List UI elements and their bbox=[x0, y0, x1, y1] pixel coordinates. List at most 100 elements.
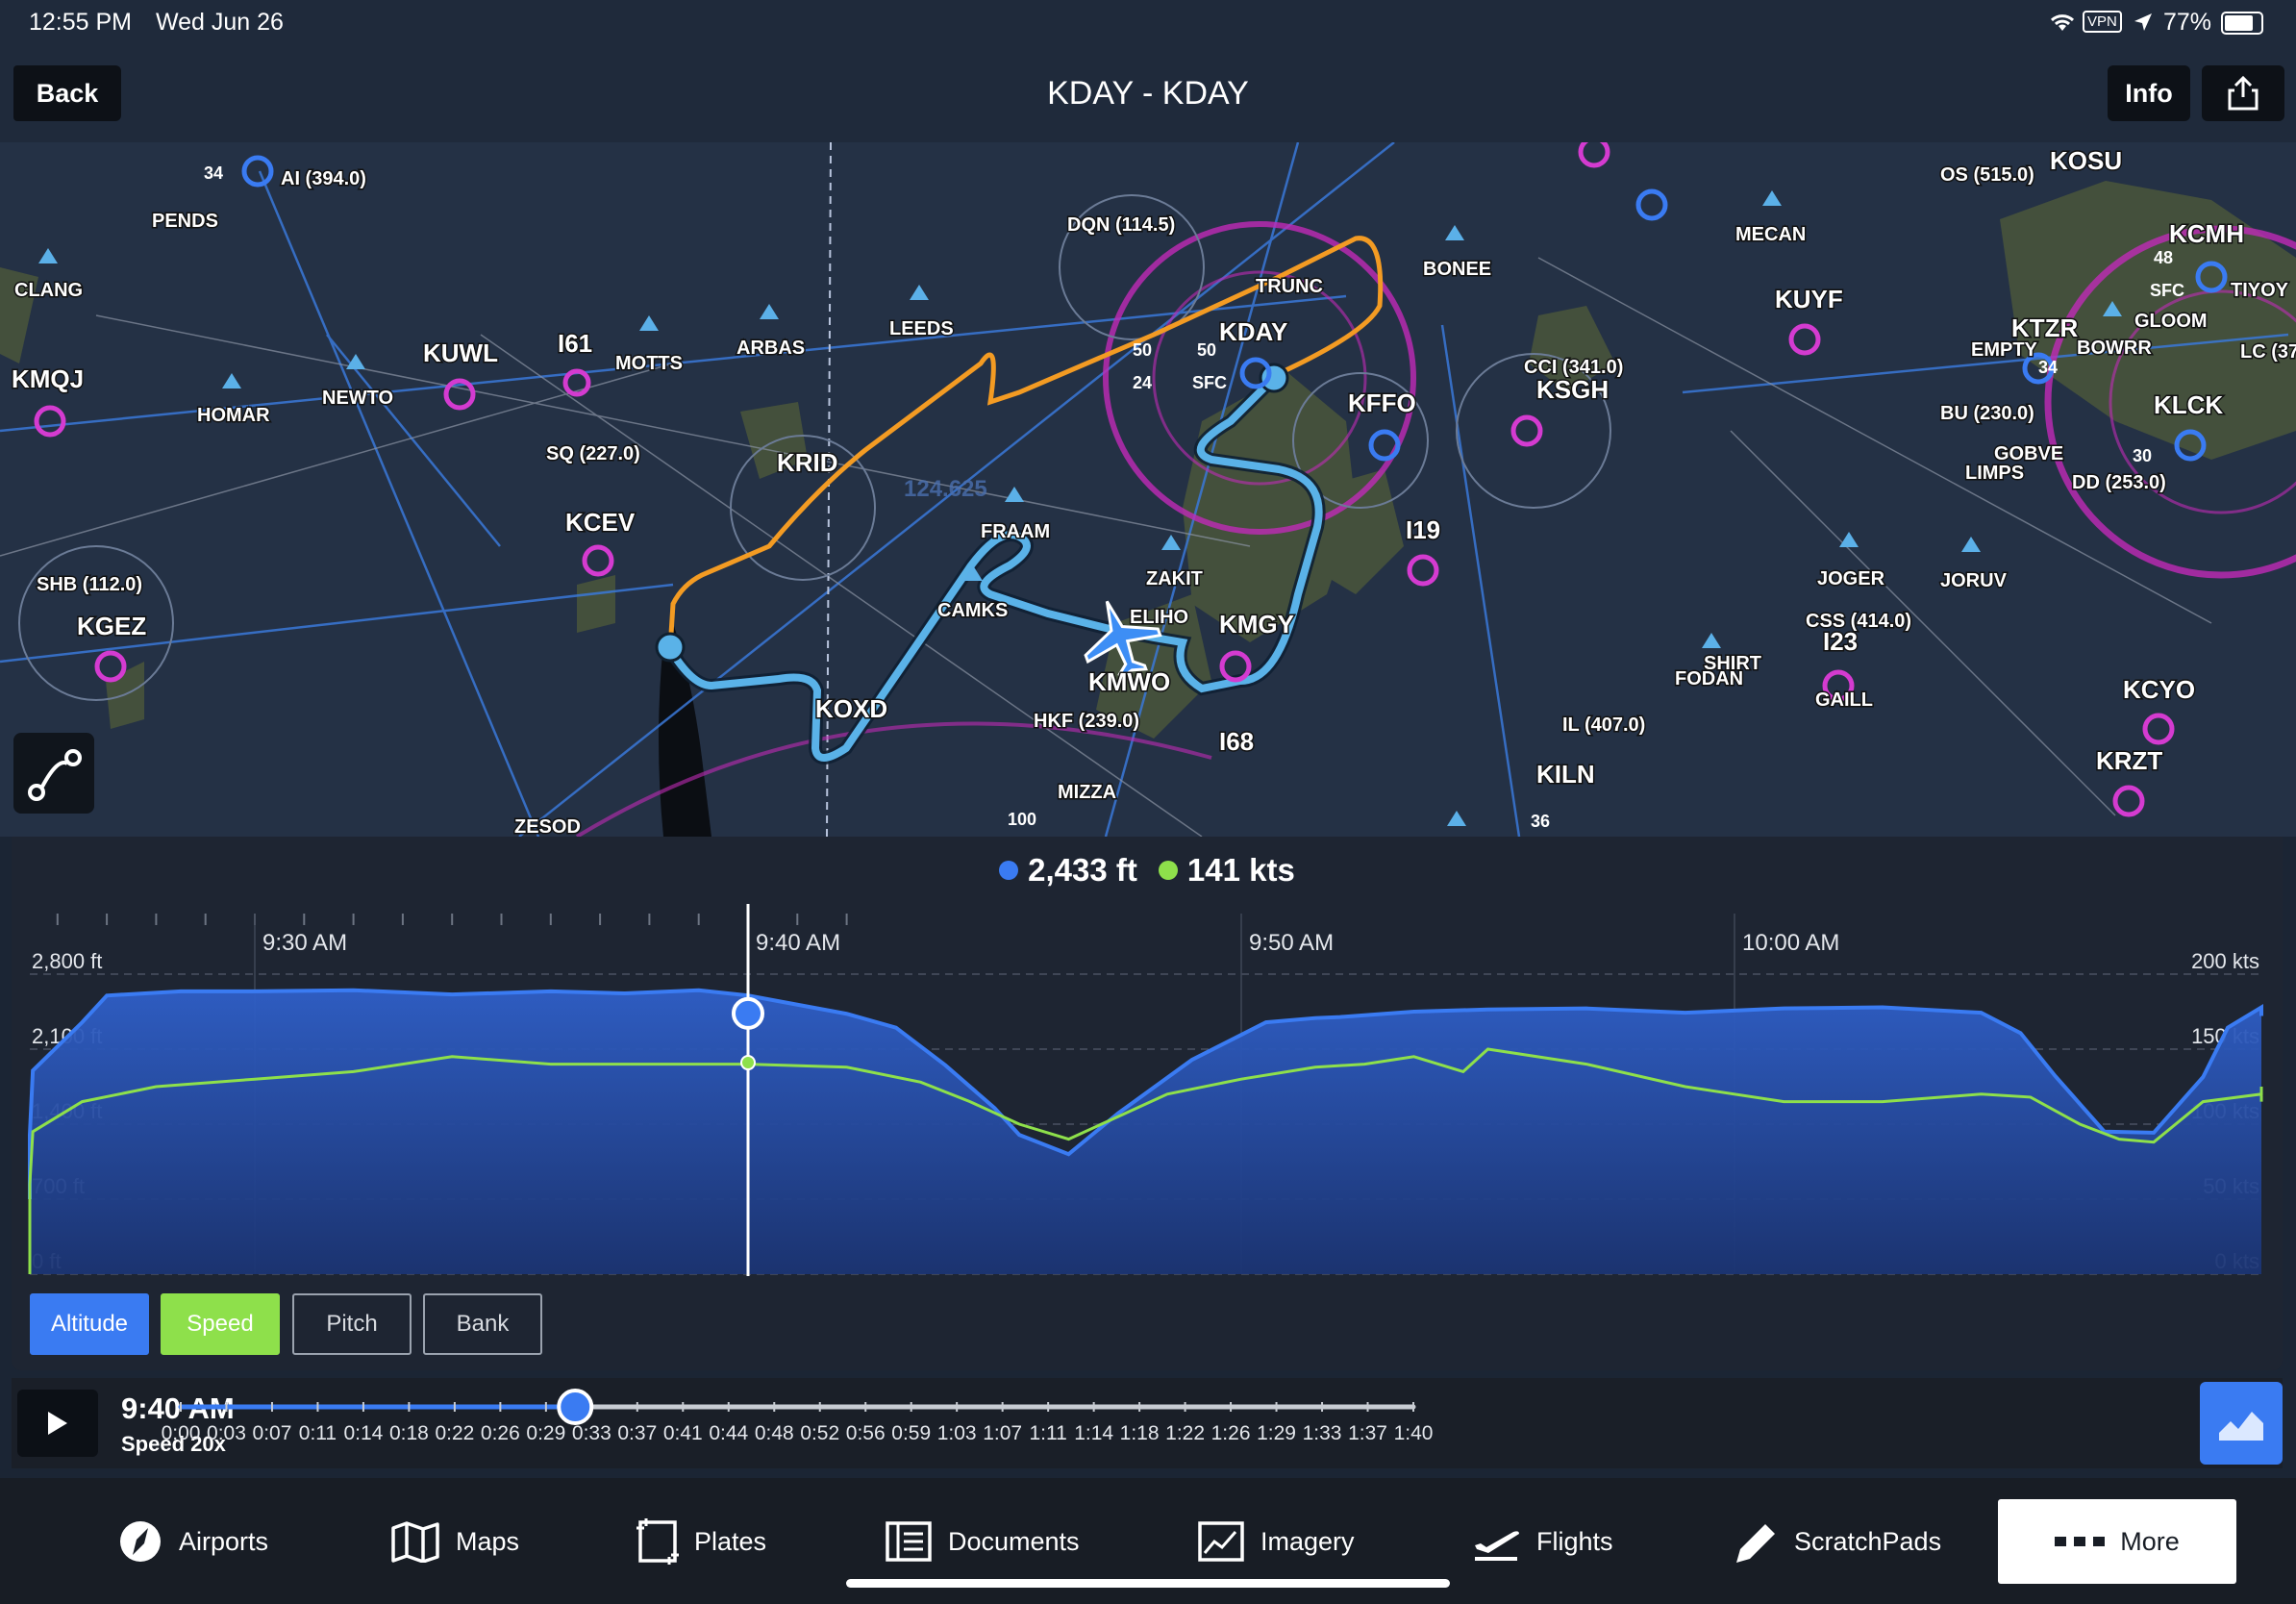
svg-text:I68: I68 bbox=[1219, 727, 1254, 756]
airport-symbols bbox=[34, 142, 2228, 817]
tab-imagery[interactable]: Imagery bbox=[1197, 1499, 1355, 1584]
altitude-toggle-button[interactable]: Altitude bbox=[30, 1293, 149, 1355]
scrub-tick-label: 1:11 bbox=[1029, 1422, 1066, 1444]
tab-maps[interactable]: Maps bbox=[390, 1499, 519, 1584]
svg-text:CLANG: CLANG bbox=[14, 280, 83, 301]
scrub-tick-label: 0:07 bbox=[253, 1422, 292, 1444]
svg-text:CCI (341.0): CCI (341.0) bbox=[1524, 357, 1623, 378]
lake-shape bbox=[659, 623, 711, 837]
svg-text:I23: I23 bbox=[1823, 627, 1858, 656]
svg-text:GAILL: GAILL bbox=[1815, 689, 1873, 711]
svg-text:JORUV: JORUV bbox=[1940, 570, 2008, 591]
svg-text:SFC: SFC bbox=[2150, 281, 2184, 300]
tab-documents[interactable]: Documents bbox=[885, 1499, 1080, 1584]
planned-route-line bbox=[667, 236, 1384, 650]
status-time: 12:55 PM bbox=[29, 9, 133, 36]
svg-text:SQ (227.0): SQ (227.0) bbox=[546, 443, 640, 464]
svg-text:36: 36 bbox=[1531, 812, 1550, 831]
more-icon bbox=[2055, 1537, 2106, 1546]
bank-toggle-button[interactable]: Bank bbox=[423, 1293, 542, 1355]
svg-text:KCMH: KCMH bbox=[2169, 219, 2244, 248]
speed-dot bbox=[1158, 861, 1178, 880]
svg-text:100: 100 bbox=[1008, 810, 1036, 829]
svg-text:GLOOM: GLOOM bbox=[2134, 311, 2208, 332]
svg-text:JOGER: JOGER bbox=[1817, 568, 1885, 589]
svg-text:GOBVE: GOBVE bbox=[1994, 443, 2063, 464]
tab-scratchpads[interactable]: ScratchPads bbox=[1733, 1499, 1941, 1584]
svg-text:MECAN: MECAN bbox=[1735, 224, 1806, 245]
svg-text:KGEZ: KGEZ bbox=[77, 612, 146, 640]
svg-text:LEEDS: LEEDS bbox=[889, 318, 954, 339]
scrub-tick-label: 1:22 bbox=[1165, 1422, 1205, 1444]
scrub-tick-label: 0:37 bbox=[617, 1422, 657, 1444]
svg-text:KRZT: KRZT bbox=[2096, 746, 2162, 775]
svg-text:KTZR: KTZR bbox=[2011, 313, 2079, 342]
share-button[interactable] bbox=[2202, 65, 2284, 121]
svg-text:SHIRT: SHIRT bbox=[1704, 653, 1761, 674]
svg-text:HOMAR: HOMAR bbox=[197, 405, 270, 426]
svg-text:48: 48 bbox=[2154, 248, 2173, 267]
x-tick-label: 9:30 AM bbox=[262, 930, 347, 956]
scrub-tick-label: 0:59 bbox=[891, 1422, 931, 1444]
info-button[interactable]: Info bbox=[2108, 65, 2190, 121]
svg-text:30: 30 bbox=[2133, 446, 2152, 465]
battery-icon bbox=[2221, 12, 2263, 35]
playback-speed: Speed 20x bbox=[121, 1432, 226, 1456]
pencil-icon bbox=[1736, 1524, 1775, 1563]
vor-rings bbox=[18, 194, 1611, 701]
svg-text:KLCK: KLCK bbox=[2154, 390, 2223, 419]
svg-text:CSS (414.0): CSS (414.0) bbox=[1806, 611, 1911, 632]
scrub-tick-label: 0:29 bbox=[526, 1422, 565, 1444]
tab-flights[interactable]: Flights bbox=[1471, 1499, 1613, 1584]
scrub-tick-label: 1:37 bbox=[1348, 1422, 1387, 1444]
x-tick-label: 9:40 AM bbox=[756, 930, 840, 956]
tab-airports[interactable]: Airports bbox=[117, 1499, 268, 1584]
svg-text:KFFO: KFFO bbox=[1348, 388, 1416, 417]
altitude-readout: 2,433 ft bbox=[1028, 852, 1137, 888]
profile-toggle-button[interactable] bbox=[2200, 1382, 2283, 1465]
scrub-tick-label: 0:14 bbox=[343, 1422, 383, 1444]
back-button[interactable]: Back bbox=[13, 65, 121, 121]
status-date: Wed Jun 26 bbox=[156, 9, 284, 36]
tab-plates[interactable]: Plates bbox=[636, 1499, 766, 1584]
tab-label: Maps bbox=[456, 1526, 520, 1556]
svg-text:ELIHO: ELIHO bbox=[1130, 607, 1188, 628]
page-title: KDAY - KDAY bbox=[1047, 74, 1249, 112]
svg-text:KOXD: KOXD bbox=[815, 694, 887, 723]
cursor-speed-marker bbox=[740, 1055, 756, 1071]
navaid-labels: AI (394.0)DQN (114.5)SQ (227.0)SHB (112.… bbox=[13, 163, 2296, 838]
tab-label: More bbox=[2120, 1526, 2180, 1556]
pitch-toggle-button[interactable]: Pitch bbox=[292, 1293, 412, 1355]
svg-text:I19: I19 bbox=[1406, 515, 1440, 544]
imagery-icon bbox=[1198, 1521, 1244, 1562]
cursor-altitude-marker[interactable] bbox=[732, 996, 764, 1030]
svg-text:AI (394.0): AI (394.0) bbox=[281, 168, 366, 189]
tab-label: Documents bbox=[948, 1526, 1080, 1556]
tab-more[interactable]: More bbox=[1998, 1499, 2236, 1584]
play-button[interactable] bbox=[17, 1390, 98, 1457]
victor-airways bbox=[0, 257, 2212, 837]
svg-text:EMPTY: EMPTY bbox=[1971, 339, 2038, 361]
y-left-tick-label: 2,800 ft bbox=[32, 949, 102, 973]
route-nodes-icon bbox=[28, 749, 82, 801]
scrub-tick-label: 0:52 bbox=[800, 1422, 839, 1444]
speed-toggle-button[interactable]: Speed bbox=[161, 1293, 280, 1355]
svg-text:BU (230.0): BU (230.0) bbox=[1940, 403, 2034, 424]
scrub-tick-label: 1:18 bbox=[1120, 1422, 1160, 1444]
svg-text:BOWRR: BOWRR bbox=[2077, 338, 2152, 359]
map-icon bbox=[391, 1521, 439, 1563]
scrub-tick-label: 0:33 bbox=[572, 1422, 611, 1444]
scrub-handle[interactable] bbox=[557, 1389, 594, 1425]
tab-label: Plates bbox=[694, 1526, 767, 1556]
svg-text:OS (515.0): OS (515.0) bbox=[1940, 164, 2034, 186]
svg-text:KCYO: KCYO bbox=[2123, 675, 2195, 704]
svg-text:LC (376.0): LC (376.0) bbox=[2240, 341, 2296, 363]
scrub-tick-label: 1:03 bbox=[937, 1422, 977, 1444]
route-toggle-button[interactable] bbox=[13, 733, 94, 814]
